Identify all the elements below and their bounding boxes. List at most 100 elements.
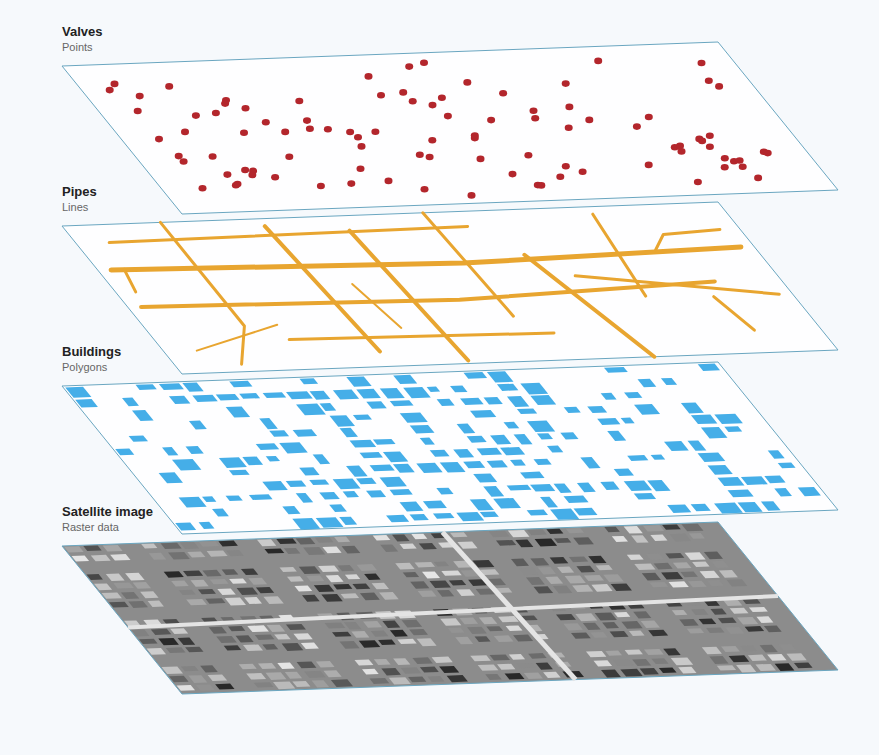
valve — [633, 123, 641, 130]
raster-block — [179, 590, 196, 595]
raster-block — [332, 632, 352, 637]
raster-block — [254, 682, 274, 687]
raster-block — [161, 543, 182, 549]
raster-block — [604, 527, 620, 533]
building — [698, 364, 720, 371]
building — [761, 501, 781, 511]
raster-block — [337, 565, 354, 571]
raster-block — [403, 572, 419, 577]
raster-block — [410, 581, 429, 588]
raster-block — [121, 592, 140, 599]
raster-block — [345, 574, 360, 579]
raster-block — [285, 672, 302, 679]
valve — [385, 178, 393, 185]
raster-block — [659, 667, 677, 673]
raster-block — [535, 539, 558, 547]
raster-block — [371, 630, 389, 636]
building — [520, 383, 548, 395]
raster-block — [490, 655, 511, 661]
raster-block — [344, 622, 362, 630]
raster-block — [236, 635, 254, 642]
valve — [444, 113, 452, 120]
raster-block — [737, 617, 758, 625]
raster-block — [301, 643, 319, 650]
raster-block — [730, 608, 749, 614]
valve — [556, 173, 564, 180]
building — [450, 386, 468, 393]
building — [564, 407, 581, 413]
building — [691, 504, 711, 512]
raster-block — [671, 657, 694, 665]
raster-road — [442, 532, 575, 680]
building — [597, 418, 620, 425]
raster-block — [417, 638, 437, 646]
raster-block — [199, 541, 219, 546]
raster-block — [326, 575, 344, 582]
raster-block — [505, 673, 525, 680]
building — [400, 502, 424, 512]
building — [470, 499, 494, 511]
raster-block — [621, 621, 642, 629]
raster-block — [389, 677, 411, 684]
valve — [346, 129, 354, 136]
raster-block — [147, 648, 167, 655]
raster-block — [297, 662, 317, 669]
valve — [468, 192, 476, 199]
raster-block — [702, 647, 722, 654]
building — [186, 446, 204, 454]
valve — [421, 186, 429, 193]
valve — [531, 115, 539, 122]
raster-block — [725, 627, 744, 634]
building — [574, 508, 598, 516]
raster-block — [64, 546, 84, 552]
building — [179, 497, 207, 508]
raster-block — [456, 589, 475, 596]
valve — [499, 90, 507, 97]
building — [514, 434, 533, 445]
building — [741, 476, 768, 485]
raster-block — [704, 552, 723, 560]
building — [390, 489, 413, 495]
building — [169, 396, 191, 404]
raster-block — [246, 673, 266, 680]
raster-block — [565, 576, 586, 584]
raster-block — [411, 534, 427, 540]
raster-block — [524, 672, 543, 679]
raster-block — [364, 574, 381, 580]
raster-block — [610, 631, 629, 637]
valve — [405, 63, 413, 70]
building — [313, 454, 331, 464]
raster-block — [162, 667, 184, 675]
building — [477, 448, 503, 455]
building — [627, 455, 648, 461]
building — [249, 494, 273, 500]
valve — [358, 143, 366, 150]
building — [279, 442, 308, 453]
building — [282, 506, 300, 514]
raster-block — [244, 597, 262, 604]
raster-block — [557, 567, 574, 573]
raster-block — [590, 632, 607, 638]
raster-block — [262, 644, 278, 650]
raster-block — [650, 535, 667, 541]
raster-block — [691, 609, 708, 615]
raster-block — [402, 620, 423, 628]
valve — [409, 98, 417, 105]
valve — [594, 58, 602, 65]
raster-block — [470, 655, 491, 661]
building — [310, 391, 331, 400]
building — [129, 435, 148, 441]
raster-block — [103, 545, 123, 552]
raster-block — [528, 653, 547, 659]
valve — [721, 155, 729, 162]
building — [383, 451, 408, 462]
raster-block — [255, 635, 275, 640]
raster-block — [646, 554, 664, 560]
raster-block — [166, 647, 186, 653]
building — [242, 457, 263, 466]
raster-block — [594, 660, 613, 666]
raster-block — [241, 569, 258, 576]
raster-block — [321, 594, 343, 602]
raster-block — [287, 576, 304, 582]
raster-block — [460, 618, 479, 625]
